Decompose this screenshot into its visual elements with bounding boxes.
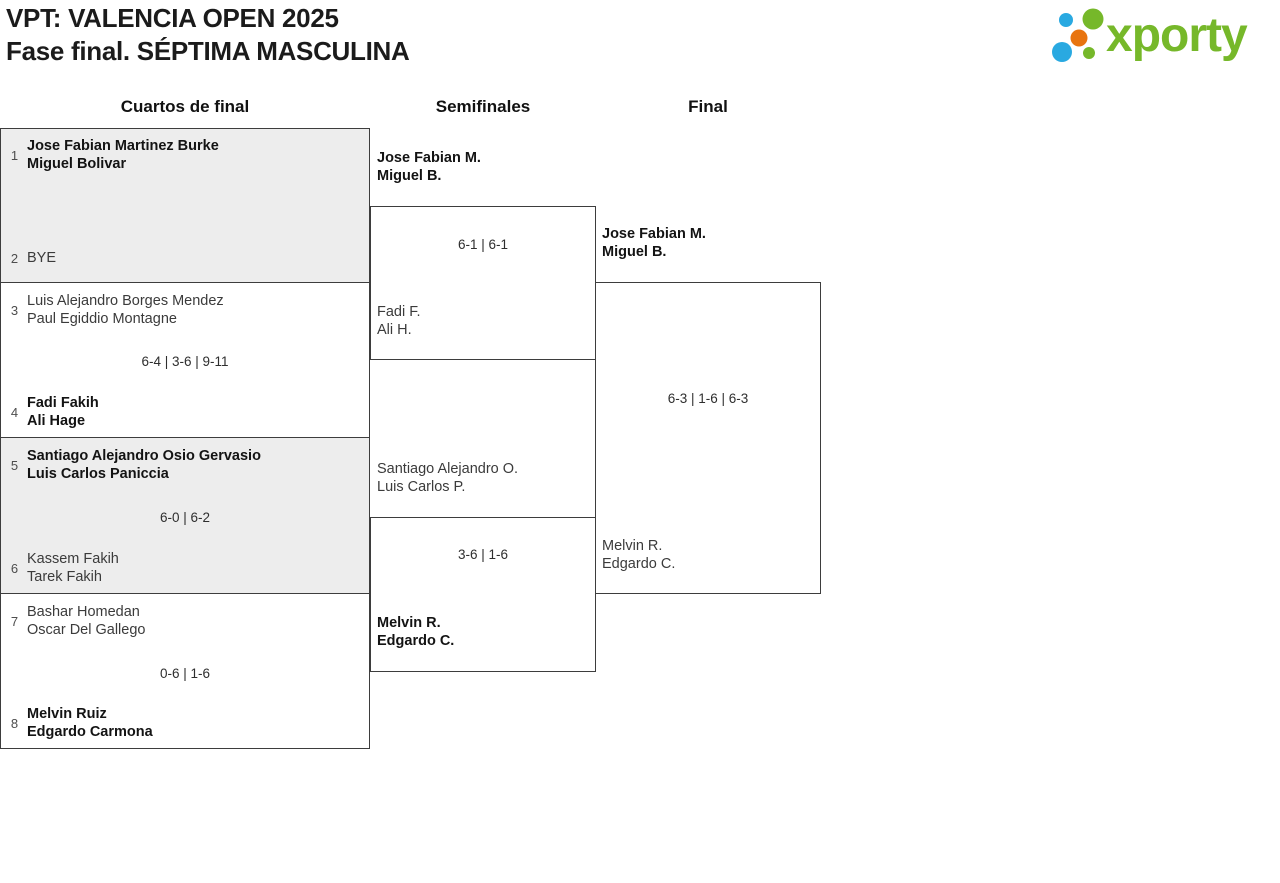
player-name: BYE: [27, 250, 57, 266]
player-name: Santiago Alejandro Osio Gervasio: [27, 448, 261, 464]
team-names: BYE: [27, 249, 56, 267]
qf2-bottom-team: 4 Fadi Fakih Ali Hage: [7, 394, 99, 430]
logo-dot-icon: [1052, 42, 1072, 62]
team-names: Melvin R. Edgardo C.: [377, 614, 454, 650]
player-name: Jose Fabian M.: [602, 226, 706, 242]
sf1-score: 6-1 | 6-1: [457, 237, 509, 252]
qf3-score: 6-0 | 6-2: [159, 510, 211, 525]
player-name: Paul Egiddio Montagne: [27, 311, 177, 327]
final-match-box: [595, 282, 821, 594]
player-name: Melvin R.: [602, 538, 663, 554]
qf4-bottom-team: 8 Melvin Ruiz Edgardo Carmona: [7, 705, 153, 741]
final-bottom-team: Melvin R. Edgardo C.: [602, 537, 675, 573]
player-name: Jose Fabian Martinez Burke: [27, 138, 219, 154]
seed-number: 2: [10, 250, 19, 266]
qf2-score: 6-4 | 3-6 | 9-11: [141, 354, 229, 369]
team-names: Jose Fabian M. Miguel B.: [377, 149, 481, 185]
player-name: Santiago Alejandro O.: [377, 461, 519, 477]
player-name: Bashar Homedan: [27, 604, 140, 620]
player-name: Kassem Fakih: [27, 551, 119, 567]
qf1-bottom-team: 2 BYE: [7, 249, 56, 267]
round-header-semifinales: Semifinales: [435, 97, 531, 116]
player-name: Miguel B.: [602, 244, 667, 260]
seed-number: 8: [10, 715, 19, 731]
player-name: Edgardo Carmona: [27, 724, 153, 740]
team-names: Jose Fabian Martinez Burke Miguel Boliva…: [27, 137, 219, 173]
xporty-logo: xporty: [1052, 8, 1249, 62]
round-header-cuartos: Cuartos de final: [120, 97, 250, 116]
player-name: Melvin R.: [377, 615, 441, 631]
team-names: Melvin R. Edgardo C.: [602, 537, 675, 573]
team-names: Kassem Fakih Tarek Fakih: [27, 550, 119, 586]
seed-number: 7: [10, 613, 19, 629]
seed-number: 5: [10, 457, 19, 473]
qf-match-2-box: [0, 282, 370, 438]
sf2-score: 3-6 | 1-6: [457, 547, 509, 562]
player-name: Miguel Bolivar: [27, 156, 127, 172]
team-names: Fadi F. Ali H.: [377, 303, 421, 339]
player-name: Melvin Ruiz: [27, 706, 107, 722]
sf1-bottom-team: Fadi F. Ali H.: [377, 303, 421, 339]
qf-match-1-box: [0, 128, 370, 283]
logo-dot-icon: [1083, 47, 1095, 59]
sf1-top-team: Jose Fabian M. Miguel B.: [377, 149, 481, 185]
final-score: 6-3 | 1-6 | 6-3: [667, 391, 749, 406]
team-names: Santiago Alejandro O. Luis Carlos P.: [377, 460, 518, 496]
seed-number: 3: [10, 302, 19, 318]
seed-number: 6: [10, 560, 19, 576]
round-header-final: Final: [688, 97, 728, 116]
qf1-top-team: 1 Jose Fabian Martinez Burke Miguel Boli…: [7, 137, 219, 173]
player-name: Fadi F.: [377, 304, 421, 320]
player-name: Oscar Del Gallego: [27, 622, 146, 638]
player-name: Luis Alejandro Borges Mendez: [27, 293, 224, 309]
seed-number: 4: [10, 404, 19, 420]
player-name: Tarek Fakih: [27, 569, 102, 585]
logo-wordmark: xporty: [1106, 9, 1248, 62]
player-name: Ali H.: [377, 322, 412, 338]
page-title: VPT: VALENCIA OPEN 2025: [6, 3, 339, 33]
player-name: Miguel B.: [377, 168, 442, 184]
sf2-bottom-team: Melvin R. Edgardo C.: [377, 614, 454, 650]
logo-dot-icon: [1070, 29, 1088, 47]
team-names: Luis Alejandro Borges Mendez Paul Egiddi…: [27, 292, 224, 328]
qf3-bottom-team: 6 Kassem Fakih Tarek Fakih: [7, 550, 119, 586]
player-name: Edgardo C.: [377, 633, 455, 649]
player-name: Fadi Fakih: [27, 395, 99, 411]
logo-dot-icon: [1082, 8, 1104, 30]
qf4-score: 0-6 | 1-6: [159, 666, 211, 681]
player-name: Luis Carlos Paniccia: [27, 466, 169, 482]
player-name: Edgardo C.: [602, 556, 676, 572]
sf-match-2-box: [370, 517, 596, 672]
team-names: Melvin Ruiz Edgardo Carmona: [27, 705, 153, 741]
player-name: Jose Fabian M.: [377, 150, 481, 166]
team-names: Jose Fabian M. Miguel B.: [602, 225, 706, 261]
logo-dot-icon: [1059, 13, 1073, 27]
qf3-top-team: 5 Santiago Alejandro Osio Gervasio Luis …: [7, 447, 261, 483]
qf4-top-team: 7 Bashar Homedan Oscar Del Gallego: [7, 603, 146, 639]
team-names: Bashar Homedan Oscar Del Gallego: [27, 603, 145, 639]
team-names: Santiago Alejandro Osio Gervasio Luis Ca…: [27, 447, 261, 483]
player-name: Ali Hage: [27, 413, 86, 429]
seed-number: 1: [10, 147, 19, 163]
player-name: Luis Carlos P.: [377, 479, 466, 495]
sf2-top-team: Santiago Alejandro O. Luis Carlos P.: [377, 460, 518, 496]
final-top-team: Jose Fabian M. Miguel B.: [602, 225, 706, 261]
qf2-top-team: 3 Luis Alejandro Borges Mendez Paul Egid…: [7, 292, 224, 328]
page-subtitle: Fase final. SÉPTIMA MASCULINA: [6, 36, 410, 66]
qf-match-4-box: [0, 593, 370, 749]
team-names: Fadi Fakih Ali Hage: [27, 394, 99, 430]
